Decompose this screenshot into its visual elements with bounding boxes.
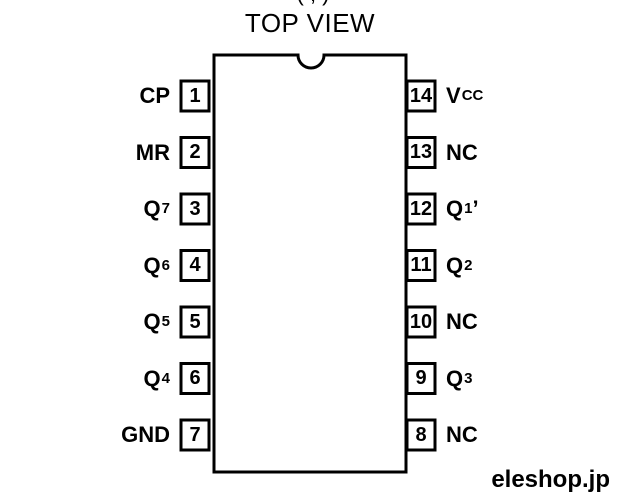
- pin-number-2: 2: [189, 141, 201, 163]
- pin-box-1: [179, 79, 211, 113]
- pin-name: Q: [446, 196, 464, 221]
- pin-number-7: 7: [189, 423, 201, 446]
- pin-name: Q: [143, 365, 161, 391]
- pin-name: NC: [446, 422, 478, 447]
- pin-number-5: 5: [189, 310, 201, 333]
- pin-box-12: [405, 192, 437, 226]
- ic-body-outline: [212, 53, 408, 474]
- pin-number-3: 3: [189, 197, 201, 220]
- cropped-header-text: ( , ): [218, 0, 408, 5]
- pin-number-9: 9: [415, 367, 427, 389]
- pin-box-4: [179, 249, 211, 282]
- pin-name: V: [446, 83, 461, 108]
- pin-name: Q: [446, 252, 464, 278]
- pin-name: Q: [143, 309, 161, 334]
- pin-number-12: 12: [409, 197, 433, 220]
- pin-box-13: [405, 136, 437, 169]
- pin-box-5: [179, 305, 211, 339]
- pin-name: GND: [121, 422, 170, 447]
- watermark: eleshop.jp: [491, 466, 610, 493]
- pin-number-10: 10: [409, 310, 433, 333]
- pin-number-8: 8: [415, 423, 427, 446]
- pin-label: GND: [50, 420, 170, 450]
- pin-label: MR: [50, 138, 170, 168]
- pin-label: CP: [50, 81, 170, 111]
- diagram-title: TOP VIEW: [244, 8, 376, 38]
- pin-number-1: 1: [189, 84, 201, 107]
- pin-name: MR: [135, 139, 170, 165]
- pin-box-9: [405, 362, 437, 395]
- pin-box-14: [405, 79, 437, 113]
- pin-number-11: 11: [410, 254, 432, 276]
- pin-name: NC: [446, 139, 478, 165]
- pin-box-8: [405, 418, 437, 452]
- pin-box-7: [179, 418, 211, 452]
- pin-box-11: [405, 249, 437, 282]
- pin-label: NC: [446, 420, 566, 450]
- pin-label: NC: [446, 138, 566, 168]
- pin-box-2: [179, 136, 211, 169]
- pin-box-3: [179, 192, 211, 226]
- pin-label: NC: [446, 307, 566, 337]
- pin-name: Q: [446, 365, 464, 391]
- pin-name: NC: [446, 309, 478, 334]
- pin-suffix: ’: [472, 196, 479, 221]
- pin-name: CP: [139, 83, 170, 108]
- pin-number-4: 4: [189, 254, 201, 276]
- pin-box-10: [405, 305, 437, 339]
- pin-number-6: 6: [189, 367, 201, 389]
- pin-number-14: 14: [409, 84, 433, 107]
- pin-number-13: 13: [409, 141, 433, 163]
- pin-name: Q: [143, 252, 161, 278]
- pin-box-6: [179, 362, 211, 395]
- pin-name: Q: [143, 196, 161, 221]
